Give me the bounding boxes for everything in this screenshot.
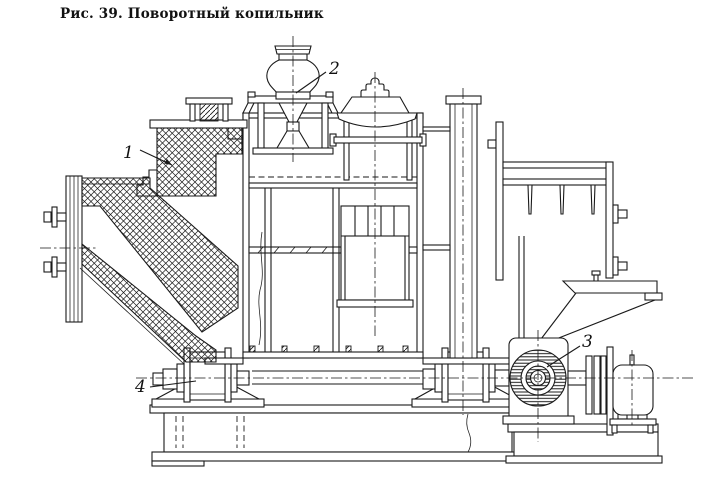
right-column-assembly — [422, 95, 663, 359]
stiffener-tabs — [249, 345, 409, 353]
spout-lower-band — [81, 242, 217, 363]
inspection-port — [185, 97, 233, 122]
electric-motor — [609, 354, 657, 434]
base-frame — [149, 404, 663, 467]
wall-bolt-upper — [43, 206, 67, 228]
wall-bolt-lower — [43, 256, 67, 278]
centerlines — [40, 36, 694, 442]
bell-cover — [329, 77, 427, 181]
callout-1: 1 — [123, 143, 134, 163]
platform-shelf — [537, 270, 663, 346]
callout-2: 2 — [328, 59, 340, 79]
refractory-spout — [43, 97, 248, 365]
spout-upper-band — [81, 177, 239, 333]
callout-3: 3 — [582, 332, 593, 352]
drive-unit — [502, 337, 657, 436]
coupling — [585, 355, 607, 415]
filling-funnel — [242, 45, 339, 155]
refractory-block — [156, 127, 243, 197]
bracket-bolt-lower — [612, 256, 628, 276]
figure-caption: Рис. 39. Поворотный копильник — [60, 6, 324, 22]
bracket-bolt-upper — [612, 204, 628, 224]
callouts: 1 2 3 4 — [123, 59, 593, 397]
trunnion-shaft — [252, 370, 423, 385]
callout-4: 4 — [134, 377, 146, 397]
